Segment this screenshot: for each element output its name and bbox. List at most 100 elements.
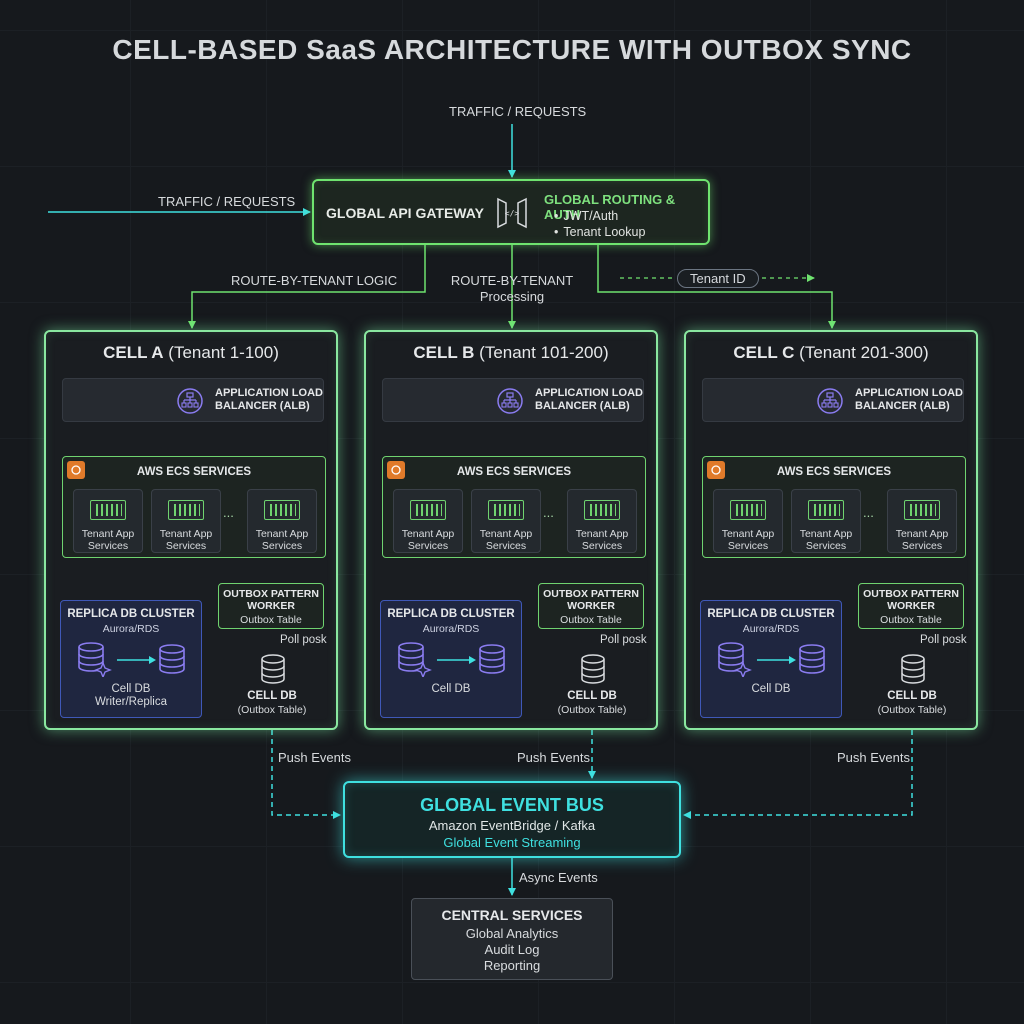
traffic-left-label: TRAFFIC / REQUESTS	[158, 194, 296, 209]
poll-label: Poll posk	[280, 634, 327, 646]
cell-b-container[interactable]: CELL B (Tenant 101-200) APPLICATION LOAD…	[364, 330, 658, 730]
replica-subtitle: Aurora/RDS	[742, 623, 800, 635]
global-event-bus[interactable]: GLOBAL EVENT BUS Amazon EventBridge / Ka…	[343, 781, 681, 858]
svg-text:</>: </>	[505, 209, 520, 218]
load-balancer-icon	[817, 388, 843, 414]
outbox-worker-sub: Outbox Table	[240, 614, 302, 626]
more-services-ellipsis: ...	[863, 505, 874, 520]
cell-db-icon	[581, 654, 605, 684]
push-events-label-a: Push Events	[278, 750, 351, 765]
central-service-item: Reporting	[483, 958, 541, 973]
replication-arrow	[757, 656, 796, 664]
route-to-cell-a	[188, 245, 426, 329]
replica-title: REPLICA DB CLUSTER	[707, 608, 835, 620]
cell-db-subtitle: (Outbox Table)	[237, 704, 307, 716]
route-to-cell-c	[597, 245, 836, 329]
poll-label: Poll posk	[920, 634, 967, 646]
db-replica-icon	[159, 644, 185, 674]
ecs-icon	[387, 461, 405, 479]
gateway-bullet: JWT/Auth	[563, 208, 645, 224]
push-events-label-c: Push Events	[837, 750, 910, 765]
cell-db-icon	[261, 654, 285, 684]
cell-db-subtitle: (Outbox Table)	[557, 704, 627, 716]
cell-db-title: CELL DB	[567, 690, 617, 702]
ecs-icon	[707, 461, 725, 479]
replica-subtitle: Aurora/RDS	[422, 623, 480, 635]
poll-label: Poll posk	[600, 634, 647, 646]
central-services[interactable]: CENTRAL SERVICES Global Analytics Audit …	[411, 898, 613, 980]
ecs-icon	[67, 461, 85, 479]
container-icon	[168, 500, 204, 520]
db-replica-icon	[479, 644, 505, 674]
route-center-label: ROUTE-BY-TENANT Processing	[450, 273, 574, 304]
cell-c-container[interactable]: CELL C (Tenant 201-300) APPLICATION LOAD…	[684, 330, 978, 730]
load-balancer-icon	[177, 388, 203, 414]
replica-db-cluster[interactable]: REPLICA DB CLUSTER Aurora/RDS Cell DB	[700, 600, 842, 718]
central-service-item: Global Analytics	[465, 926, 559, 941]
push-events-c	[683, 730, 913, 819]
cell-db-title: CELL DB	[247, 690, 297, 702]
cell-title: CELL B (Tenant 101-200)	[413, 343, 609, 362]
outbox-worker-sub: Outbox Table	[880, 614, 942, 626]
container-icon	[904, 500, 940, 520]
cell-db-subtitle: (Outbox Table)	[877, 704, 947, 716]
db-writer-icon	[78, 642, 112, 677]
traffic-top-label: TRAFFIC / REQUESTS	[449, 104, 587, 119]
central-service-item: Audit Log	[484, 942, 540, 957]
more-services-ellipsis: ...	[223, 505, 234, 520]
replica-db-cluster[interactable]: REPLICA DB CLUSTER Aurora/RDS Cell DB	[380, 600, 522, 718]
global-api-gateway[interactable]: GLOBAL API GATEWAY </> GLOBAL ROUTING & …	[312, 179, 710, 245]
replica-footer: Cell DB	[431, 683, 471, 695]
ecs-title: AWS ECS SERVICES	[776, 466, 892, 478]
tenant-id-pill: Tenant ID	[677, 269, 759, 288]
ecs-title: AWS ECS SERVICES	[136, 466, 252, 478]
load-balancer-icon	[497, 388, 523, 414]
replica-title: REPLICA DB CLUSTER	[67, 608, 195, 620]
gateway-bullet: Tenant Lookup	[563, 224, 645, 240]
replication-arrow	[117, 656, 156, 664]
replica-subtitle: Aurora/RDS	[102, 623, 160, 635]
central-services-title: CENTRAL SERVICES	[441, 907, 583, 923]
container-icon	[808, 500, 844, 520]
event-bus-subtitle: Amazon EventBridge / Kafka	[428, 818, 596, 833]
cell-db-icon	[901, 654, 925, 684]
push-events-a	[271, 730, 341, 819]
ecs-title: AWS ECS SERVICES	[456, 466, 572, 478]
db-writer-icon	[718, 642, 752, 677]
async-events-label: Async Events	[519, 870, 598, 885]
api-gateway-icon: </>	[497, 197, 527, 229]
route-left-label: ROUTE-BY-TENANT LOGIC	[231, 273, 398, 288]
